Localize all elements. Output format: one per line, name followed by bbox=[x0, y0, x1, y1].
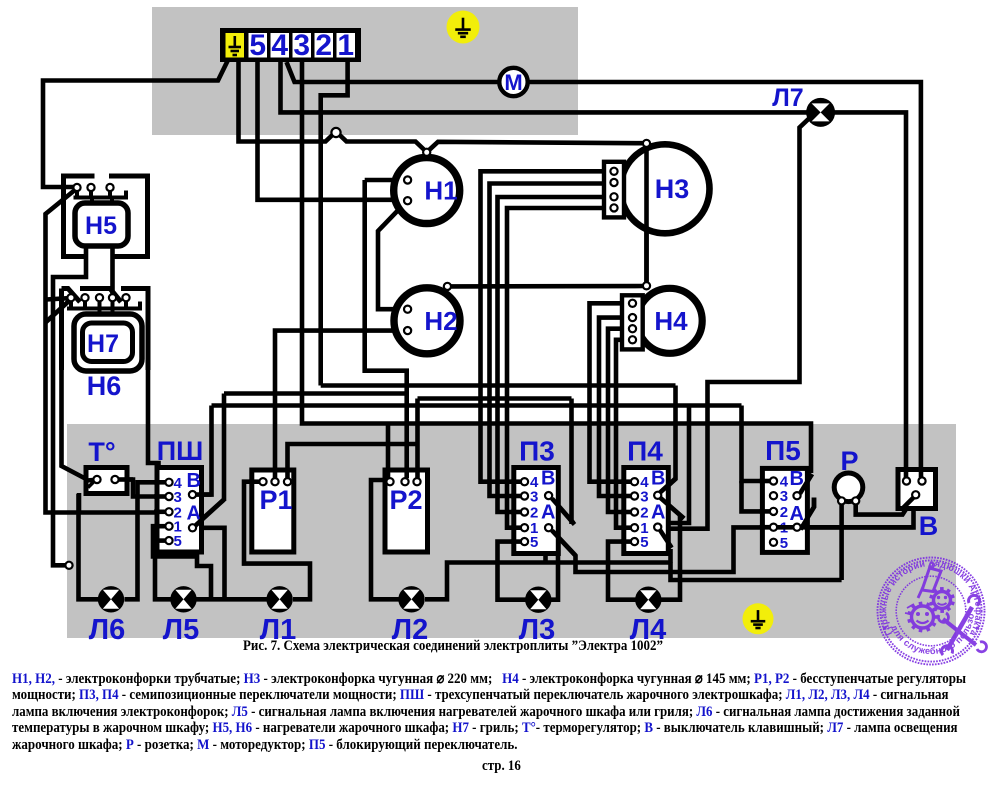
svg-text:А: А bbox=[541, 502, 555, 524]
svg-text:4: 4 bbox=[530, 474, 539, 491]
svg-text:Н5: Н5 bbox=[85, 212, 117, 240]
svg-text:Л7: Л7 bbox=[772, 84, 803, 112]
svg-text:Р: Р bbox=[840, 446, 858, 476]
svg-text:5: 5 bbox=[174, 533, 182, 550]
svg-text:ПШ: ПШ bbox=[157, 436, 204, 466]
svg-text:2: 2 bbox=[640, 505, 648, 522]
svg-text:Т°: Т° bbox=[88, 437, 115, 467]
svg-text:2: 2 bbox=[530, 505, 538, 522]
svg-text:3: 3 bbox=[293, 29, 310, 62]
svg-text:П4: П4 bbox=[627, 436, 663, 467]
svg-text:Н1: Н1 bbox=[424, 176, 457, 206]
svg-text:4: 4 bbox=[640, 474, 649, 491]
svg-text:П5: П5 bbox=[765, 435, 801, 466]
svg-text:Н4: Н4 bbox=[654, 306, 688, 336]
svg-text:Л4: Л4 bbox=[630, 614, 666, 646]
svg-text:В: В bbox=[541, 468, 555, 490]
svg-text:А: А bbox=[651, 502, 665, 524]
svg-text:3: 3 bbox=[174, 489, 182, 506]
svg-text:Р1: Р1 bbox=[259, 485, 292, 515]
svg-text:Л5: Л5 bbox=[163, 614, 199, 646]
svg-text:1: 1 bbox=[640, 520, 648, 537]
svg-text:Л2: Л2 bbox=[392, 614, 428, 646]
svg-text:5: 5 bbox=[640, 534, 648, 551]
svg-text:3: 3 bbox=[780, 488, 788, 505]
svg-text:1: 1 bbox=[337, 29, 354, 62]
svg-text:2: 2 bbox=[780, 504, 788, 521]
svg-text:1: 1 bbox=[530, 520, 538, 537]
svg-text:3: 3 bbox=[530, 489, 538, 506]
svg-text:1: 1 bbox=[174, 519, 182, 536]
svg-text:Л1: Л1 bbox=[260, 614, 296, 646]
svg-text:5: 5 bbox=[780, 535, 788, 552]
svg-text:В: В bbox=[919, 511, 939, 541]
svg-text:4: 4 bbox=[174, 475, 183, 492]
svg-text:Р2: Р2 bbox=[389, 485, 422, 515]
svg-text:В: В bbox=[187, 470, 201, 492]
svg-text:5: 5 bbox=[530, 534, 538, 551]
svg-text:4: 4 bbox=[780, 474, 789, 491]
svg-text:Н7: Н7 bbox=[87, 330, 119, 358]
svg-text:2: 2 bbox=[174, 504, 182, 521]
svg-text:Л6: Л6 bbox=[89, 614, 125, 646]
svg-text:А: А bbox=[187, 503, 201, 525]
svg-text:Н3: Н3 bbox=[655, 174, 690, 204]
svg-text:Н2: Н2 bbox=[424, 306, 457, 336]
svg-text:3: 3 bbox=[640, 489, 648, 506]
svg-text:Н6: Н6 bbox=[87, 371, 122, 401]
svg-text:В: В bbox=[790, 468, 804, 490]
svg-text:2: 2 bbox=[315, 29, 332, 62]
svg-text:П3: П3 bbox=[519, 436, 555, 467]
svg-text:В: В bbox=[651, 468, 665, 490]
svg-text:Л3: Л3 bbox=[519, 614, 555, 646]
svg-text:А: А bbox=[790, 503, 804, 525]
svg-text:М: М bbox=[504, 70, 522, 95]
svg-text:4: 4 bbox=[271, 29, 288, 62]
svg-text:5: 5 bbox=[249, 29, 266, 62]
